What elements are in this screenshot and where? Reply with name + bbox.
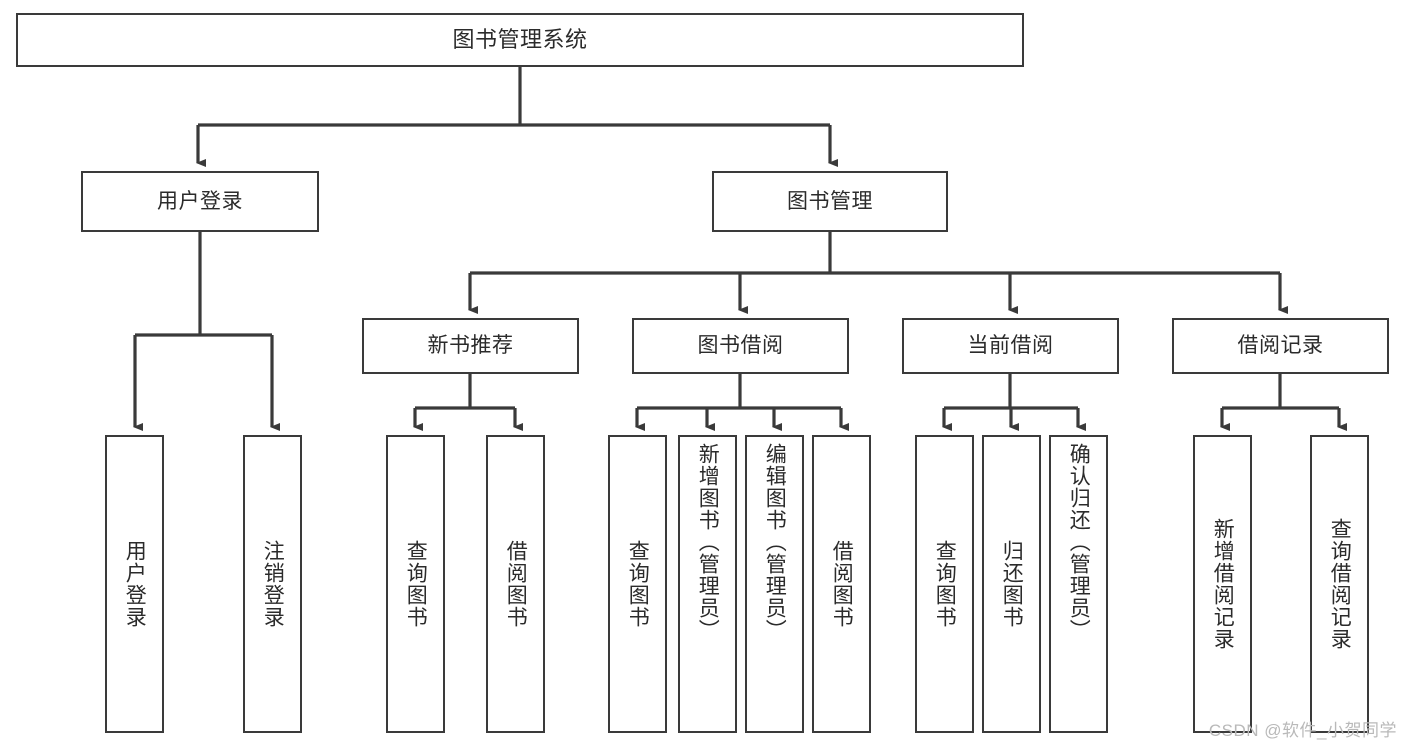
node-leaf-user-login[interactable]: 用户登录 — [105, 435, 164, 733]
node-leaf-confirm-return[interactable]: 确认归还（管理员） — [1049, 435, 1108, 733]
node-leaf-query-book-3-label: 查询图书 — [933, 540, 957, 628]
node-leaf-user-login-label: 用户登录 — [123, 540, 147, 628]
node-leaf-query-book-3[interactable]: 查询图书 — [915, 435, 974, 733]
node-leaf-return-book[interactable]: 归还图书 — [982, 435, 1041, 733]
node-root-label: 图书管理系统 — [452, 26, 588, 52]
node-root[interactable]: 图书管理系统 — [16, 13, 1024, 67]
node-leaf-query-record[interactable]: 查询借阅记录 — [1310, 435, 1369, 733]
node-leaf-query-book-2[interactable]: 查询图书 — [608, 435, 667, 733]
node-leaf-add-book-label: 新增图书（管理员） — [696, 443, 720, 641]
node-leaf-borrow-book-1-label: 借阅图书 — [504, 540, 528, 628]
node-leaf-query-book-2-label: 查询图书 — [626, 540, 650, 628]
node-leaf-logout[interactable]: 注销登录 — [243, 435, 302, 733]
node-book-borrow[interactable]: 图书借阅 — [632, 318, 849, 374]
node-leaf-add-record-label: 新增借阅记录 — [1211, 518, 1235, 650]
node-leaf-edit-book-label: 编辑图书（管理员） — [763, 443, 787, 641]
node-leaf-return-book-label: 归还图书 — [1000, 540, 1024, 628]
watermark-text: CSDN @软件_小贺同学 — [1208, 721, 1397, 740]
node-leaf-query-record-label: 查询借阅记录 — [1328, 518, 1352, 650]
node-user-login[interactable]: 用户登录 — [81, 171, 319, 232]
node-new-book-recommend[interactable]: 新书推荐 — [362, 318, 579, 374]
node-leaf-add-record[interactable]: 新增借阅记录 — [1193, 435, 1252, 733]
node-leaf-borrow-book-1[interactable]: 借阅图书 — [486, 435, 545, 733]
node-borrow-record[interactable]: 借阅记录 — [1172, 318, 1389, 374]
node-book-manage[interactable]: 图书管理 — [712, 171, 948, 232]
node-current-borrow-label: 当前借阅 — [967, 334, 1054, 358]
node-new-book-recommend-label: 新书推荐 — [427, 334, 514, 358]
node-book-manage-label: 图书管理 — [787, 189, 873, 213]
node-book-borrow-label: 图书借阅 — [697, 334, 784, 358]
node-leaf-borrow-book-2[interactable]: 借阅图书 — [812, 435, 871, 733]
node-current-borrow[interactable]: 当前借阅 — [902, 318, 1119, 374]
node-user-login-label: 用户登录 — [157, 189, 243, 213]
node-leaf-borrow-book-2-label: 借阅图书 — [830, 540, 854, 628]
node-leaf-edit-book[interactable]: 编辑图书（管理员） — [745, 435, 804, 733]
node-leaf-add-book[interactable]: 新增图书（管理员） — [678, 435, 737, 733]
node-leaf-query-book-1-label: 查询图书 — [404, 540, 428, 628]
node-leaf-logout-label: 注销登录 — [261, 540, 285, 628]
node-leaf-confirm-return-label: 确认归还（管理员） — [1067, 443, 1091, 641]
node-borrow-record-label: 借阅记录 — [1237, 334, 1324, 358]
node-leaf-query-book-1[interactable]: 查询图书 — [386, 435, 445, 733]
